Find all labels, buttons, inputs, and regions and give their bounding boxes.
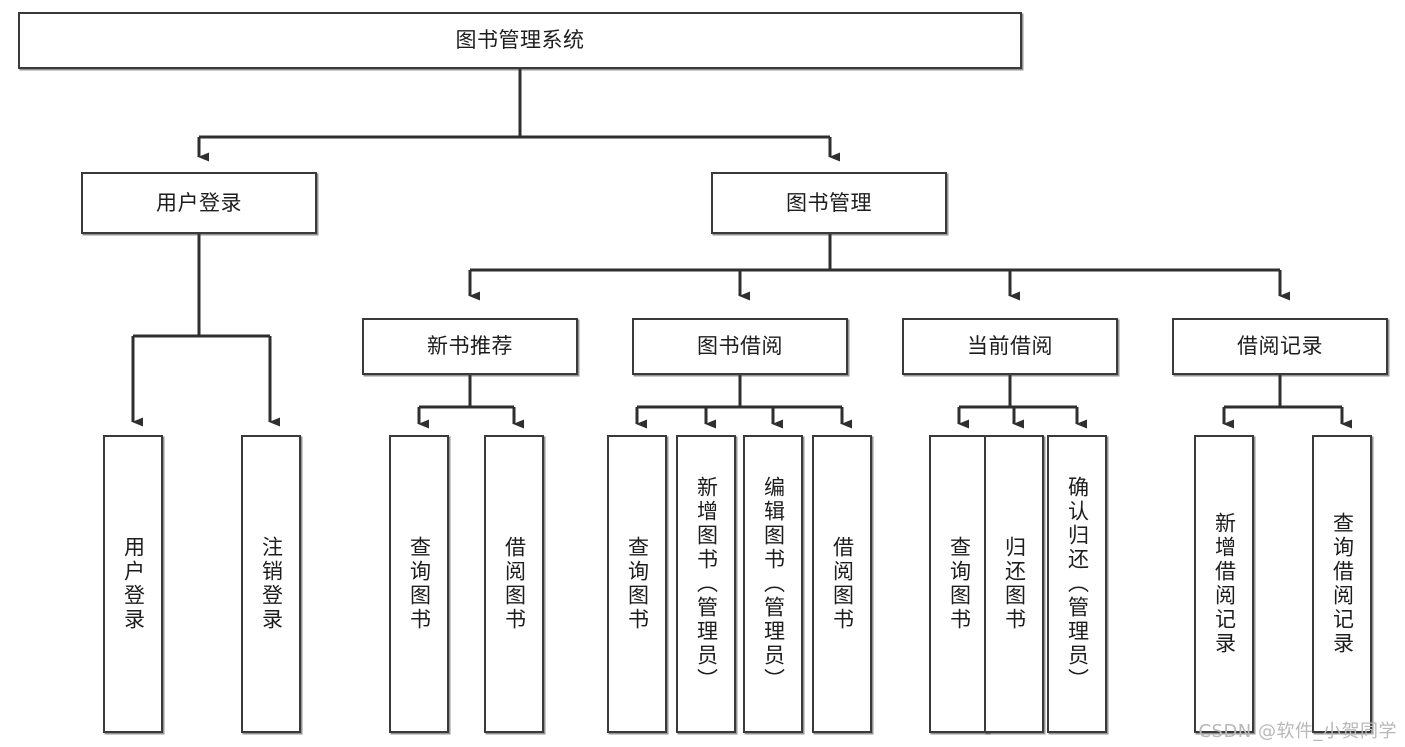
node-label: 确认归还（管理员）	[1065, 476, 1090, 692]
node-label: 借阅图书	[502, 536, 527, 632]
node-label: 查询图书	[407, 536, 432, 632]
node-label: 当前借阅	[967, 334, 1053, 359]
leaf-new-book-borrow-book[interactable]: 借阅图书	[484, 435, 544, 733]
leaf-book-borrow-query-book[interactable]: 查询图书	[607, 435, 667, 733]
leaf-borrow-record-add-record[interactable]: 新增借阅记录	[1194, 435, 1254, 733]
node-label: 图书管理	[786, 190, 872, 215]
node-label: 图书管理系统	[455, 28, 585, 53]
node-label: 查询图书	[947, 536, 972, 632]
node-label: 查询图书	[625, 536, 650, 632]
node-label: 新书推荐	[427, 334, 513, 359]
node-label: 注销登录	[259, 536, 284, 632]
node-book-management[interactable]: 图书管理	[711, 172, 947, 234]
node-label: 新增图书（管理员）	[694, 476, 719, 692]
node-label: 查询借阅记录	[1330, 512, 1355, 656]
node-borrow-record[interactable]: 借阅记录	[1172, 318, 1388, 375]
node-label: 图书借阅	[697, 334, 783, 359]
node-label: 用户登录	[121, 536, 146, 632]
leaf-current-borrow-query-book[interactable]: 查询图书	[929, 435, 989, 733]
node-root-book-management-system[interactable]: 图书管理系统	[18, 12, 1022, 69]
leaf-new-book-query-book[interactable]: 查询图书	[389, 435, 449, 733]
node-label: 用户登录	[156, 190, 242, 215]
leaf-current-borrow-return-book[interactable]: 归还图书	[984, 435, 1044, 733]
node-current-borrow[interactable]: 当前借阅	[902, 318, 1118, 375]
node-label: 新增借阅记录	[1212, 512, 1237, 656]
leaf-user-login-logout[interactable]: 注销登录	[241, 435, 301, 733]
node-book-borrow[interactable]: 图书借阅	[632, 318, 848, 375]
node-new-book-recommend[interactable]: 新书推荐	[362, 318, 578, 375]
leaf-borrow-record-query-record[interactable]: 查询借阅记录	[1312, 435, 1372, 733]
node-label: 归还图书	[1002, 536, 1027, 632]
node-user-login[interactable]: 用户登录	[81, 172, 317, 234]
leaf-book-borrow-edit-book-admin[interactable]: 编辑图书（管理员）	[743, 435, 803, 733]
leaf-book-borrow-add-book-admin[interactable]: 新增图书（管理员）	[676, 435, 736, 733]
leaf-book-borrow-borrow-book[interactable]: 借阅图书	[812, 435, 872, 733]
leaf-user-login-login[interactable]: 用户登录	[103, 435, 163, 733]
leaf-current-borrow-confirm-return-admin[interactable]: 确认归还（管理员）	[1047, 435, 1107, 733]
node-label: 编辑图书（管理员）	[761, 476, 786, 692]
node-label: 借阅图书	[830, 536, 855, 632]
node-label: 借阅记录	[1237, 334, 1323, 359]
